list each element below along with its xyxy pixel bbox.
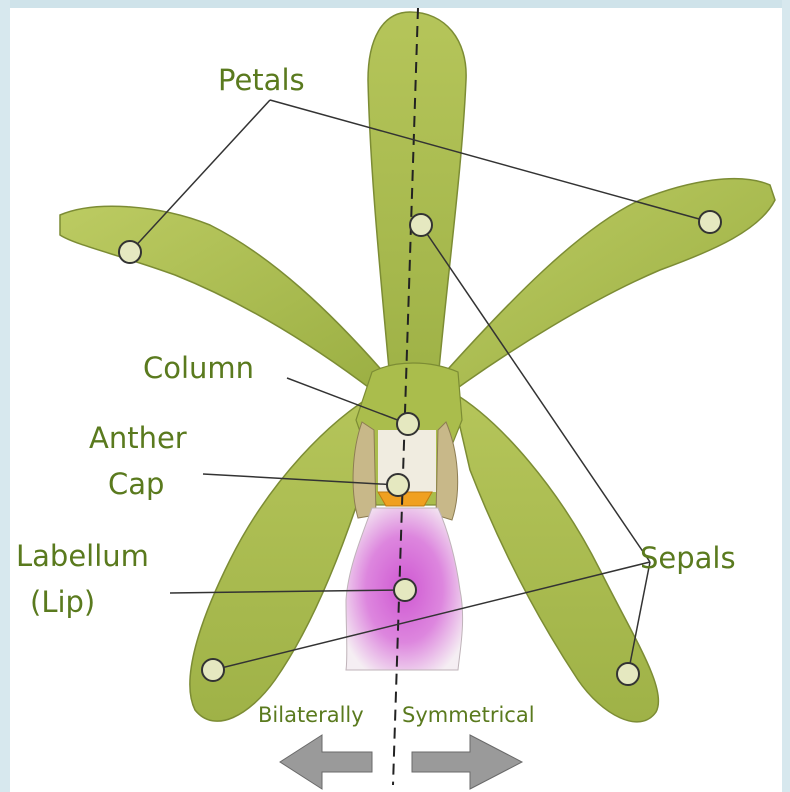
caption-right: Symmetrical [402,703,535,727]
label-sepals: Sepals [640,542,736,575]
frame-left [0,0,10,792]
label-anther-line2: Cap [108,468,164,501]
sepal-left-marker [202,659,224,681]
sepal-dorsal-marker [410,214,432,236]
labellum-marker [394,579,416,601]
frame-top [0,0,790,8]
petal-right [440,179,775,392]
anther-cap-marker [387,474,409,496]
petal-left-marker [119,241,141,263]
right-arrow-icon [412,735,522,789]
sepal-right-marker [617,663,639,685]
leader-petals-right [270,100,710,222]
label-petals: Petals [218,64,305,97]
caption-left: Bilaterally [258,703,364,727]
label-labellum-line1: Labellum [16,540,149,573]
label-anther-line1: Anther [89,422,187,455]
frame-right [782,0,790,792]
label-labellum-line2: (Lip) [30,586,95,619]
column-marker [397,413,419,435]
left-arrow-icon [280,735,372,789]
petal-right-marker [699,211,721,233]
label-column: Column [143,352,254,385]
